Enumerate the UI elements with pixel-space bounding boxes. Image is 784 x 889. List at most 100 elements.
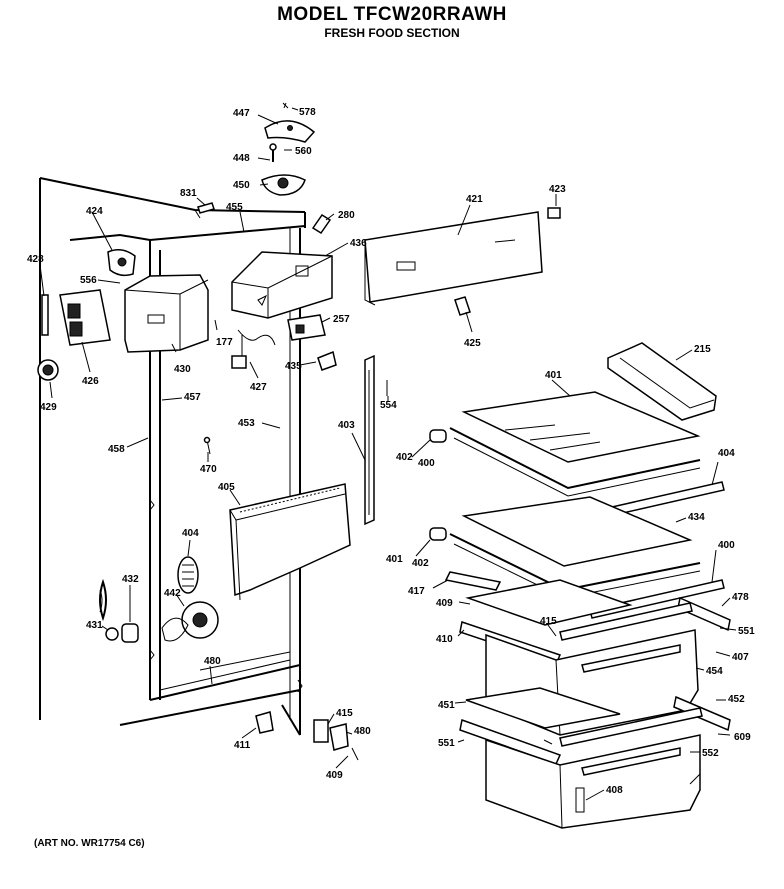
callout-551-low: 609 — [734, 732, 751, 743]
shelf-ladder-403 — [364, 354, 375, 526]
wire-harness-427 — [231, 329, 276, 369]
cover-415-low — [465, 687, 621, 729]
callout-578: 578 — [299, 107, 316, 118]
light-shield-447 — [264, 120, 316, 143]
callout-400-top: 400 — [418, 458, 435, 469]
callout-442: 442 — [164, 588, 181, 599]
drawer-frame-415-top — [559, 602, 693, 641]
control-knob-424 — [107, 249, 136, 277]
callout-403: 403 — [338, 420, 355, 431]
tray-215 — [607, 342, 717, 421]
socket-432 — [121, 623, 139, 643]
screw-552 — [351, 747, 359, 761]
callout-457: 457 — [184, 392, 201, 403]
callout-831: 831 — [180, 188, 197, 199]
callout-280: 280 — [338, 210, 355, 221]
callout-425: 425 — [464, 338, 481, 349]
callout-609: 411 — [234, 740, 251, 751]
callout-417: 417 — [408, 586, 425, 597]
drawer-slide-478-right — [677, 596, 731, 632]
relay-257 — [287, 314, 326, 341]
screw-578 — [282, 102, 289, 109]
callout-455: 455 — [226, 202, 243, 213]
page-subtitle: FRESH FOOD SECTION — [324, 26, 460, 40]
part-280 — [311, 213, 332, 235]
callout-556: 556 — [80, 275, 97, 286]
callout-560: 560 — [295, 146, 312, 157]
callout-421: 421 — [466, 194, 483, 205]
rail-417 — [444, 571, 502, 591]
screw-560 — [269, 143, 277, 162]
callout-407: 454 — [706, 666, 723, 677]
callout-404-top: 404 — [718, 448, 735, 459]
part-425 — [454, 296, 471, 316]
glass-shelf-401-top — [461, 391, 701, 463]
cover-409-top — [465, 579, 633, 626]
callout-453: 453 — [238, 418, 255, 429]
callout-400-mid: 402 — [412, 558, 429, 569]
callout-427: 427 — [250, 382, 267, 393]
callout-478-right: 478 — [732, 592, 749, 603]
support-402-mid — [429, 527, 447, 541]
cover-405 — [229, 483, 351, 601]
art-number: (ART NO. WR17754 C6) — [34, 838, 145, 849]
callout-404-mid: 400 — [718, 540, 735, 551]
shelf-trim-404-mid — [589, 579, 725, 619]
callout-434: 404 — [182, 528, 199, 539]
callout-409-top: 409 — [436, 598, 453, 609]
glass-shelf-401-mid — [461, 496, 693, 567]
light-socket-450 — [261, 174, 306, 196]
callout-423: 423 — [549, 184, 566, 195]
callout-415-top: 415 — [540, 616, 557, 627]
callout-409-low: 408 — [606, 785, 623, 796]
callout-452: 415 — [336, 708, 353, 719]
callout-415-low: 451 — [438, 700, 455, 711]
callout-448: 448 — [233, 153, 250, 164]
callout-257: 257 — [333, 314, 350, 325]
callout-454: 480 — [204, 656, 221, 667]
hinge-452 — [313, 719, 329, 743]
callout-177: 177 — [216, 337, 233, 348]
callout-436: 436 — [350, 238, 367, 249]
callout-424: 424 — [86, 206, 103, 217]
callout-429: 429 — [40, 402, 57, 413]
callout-480-left: 551 — [438, 738, 455, 749]
callout-426: 426 — [82, 376, 99, 387]
vent-434 — [177, 556, 199, 594]
clip-831 — [197, 202, 215, 214]
switch-428 — [41, 294, 49, 336]
left-slot — [99, 578, 107, 622]
cabinet-frame — [39, 177, 306, 736]
dial-429 — [37, 359, 59, 381]
callout-411: 552 — [702, 748, 719, 759]
callout-410: 407 — [732, 652, 749, 663]
callout-435: 435 — [285, 361, 302, 372]
bracket-426 — [59, 289, 111, 346]
callout-215: 215 — [694, 344, 711, 355]
callout-401-mid: 434 — [688, 512, 705, 523]
support-402-top — [429, 429, 447, 443]
callout-478-left: 410 — [436, 634, 453, 645]
callout-450: 450 — [233, 180, 250, 191]
control-housing-436 — [231, 251, 333, 319]
part-435 — [317, 350, 337, 371]
page-title: MODEL TFCW20RRAWH — [277, 4, 507, 25]
callout-552: 409 — [326, 770, 343, 781]
callout-402-top: 402 — [396, 452, 413, 463]
fan-442 — [161, 601, 219, 642]
drawer-frame-415-low — [559, 707, 703, 747]
callout-431: 431 — [86, 620, 103, 631]
callout-470: 470 — [200, 464, 217, 475]
thermostat-housing-430 — [124, 274, 209, 353]
callout-447: 447 — [233, 108, 250, 119]
part-609 — [255, 711, 274, 734]
callout-405: 405 — [218, 482, 235, 493]
callout-430: 430 — [174, 364, 191, 375]
leader-lines — [39, 107, 737, 801]
callout-402-mid: 401 — [386, 554, 403, 565]
callout-480-right: 452 — [728, 694, 745, 705]
callout-labels: 447 578 448 560 450 831 455 280 421 423 … — [27, 107, 755, 796]
screw-470 — [203, 436, 211, 455]
callout-432: 432 — [122, 574, 139, 585]
